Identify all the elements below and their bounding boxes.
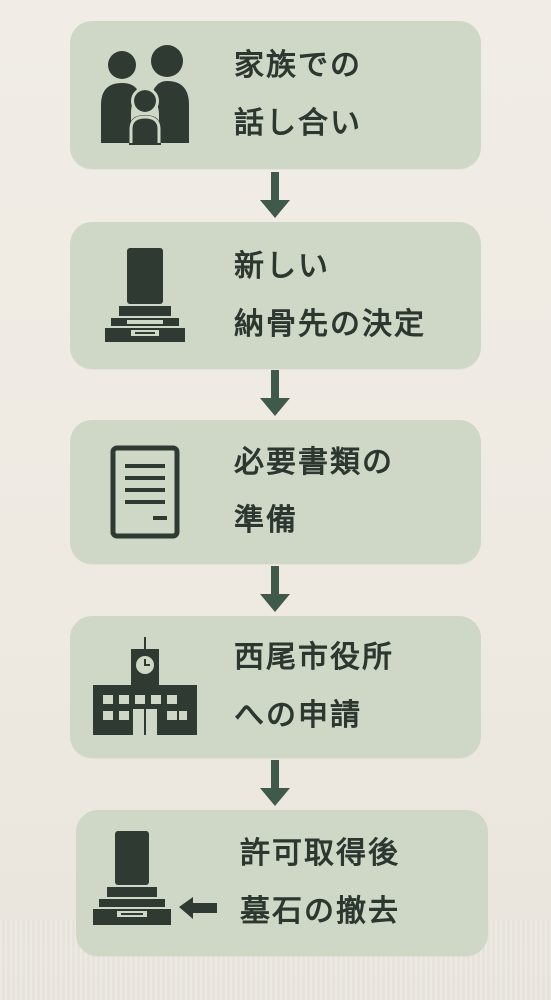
gravestone-icon bbox=[70, 222, 220, 369]
step-line: 準備 bbox=[234, 503, 298, 538]
step-label: 新しい 納骨先の決定 bbox=[234, 238, 426, 354]
step-line: 墓石の撤去 bbox=[240, 894, 400, 929]
family-icon bbox=[70, 21, 220, 169]
step-line: 納骨先の決定 bbox=[234, 306, 426, 342]
step-label: 家族での 話し合い bbox=[234, 37, 362, 153]
step-prepare-documents: 必要書類の 準備 bbox=[70, 420, 481, 564]
step-family-discussion: 家族での 話し合い bbox=[70, 21, 481, 169]
step-label: 必要書類の 準備 bbox=[234, 434, 394, 550]
step-line: への申請 bbox=[234, 698, 362, 733]
step-label: 西尾市役所 への申請 bbox=[234, 629, 394, 745]
document-icon bbox=[70, 420, 220, 564]
flow-arrow bbox=[258, 172, 292, 220]
step-line: 新しい bbox=[234, 248, 330, 284]
step-line: 話し合い bbox=[234, 106, 362, 141]
step-new-resting-place: 新しい 納骨先の決定 bbox=[70, 222, 481, 369]
city-hall-icon bbox=[70, 616, 220, 758]
step-label: 許可取得後 墓石の撤去 bbox=[240, 825, 400, 941]
flow-arrow bbox=[258, 760, 292, 808]
flow-arrow bbox=[258, 566, 292, 614]
step-line: 西尾市役所 bbox=[234, 640, 394, 675]
step-line: 必要書類の bbox=[234, 445, 394, 480]
step-gravestone-removal: 許可取得後 墓石の撤去 bbox=[76, 810, 488, 956]
step-city-hall-application: 西尾市役所 への申請 bbox=[70, 616, 481, 758]
step-line: 許可取得後 bbox=[240, 836, 400, 871]
step-line: 家族での bbox=[234, 48, 362, 83]
flow-arrow bbox=[258, 370, 292, 418]
gravestone-removal-icon bbox=[76, 810, 236, 956]
